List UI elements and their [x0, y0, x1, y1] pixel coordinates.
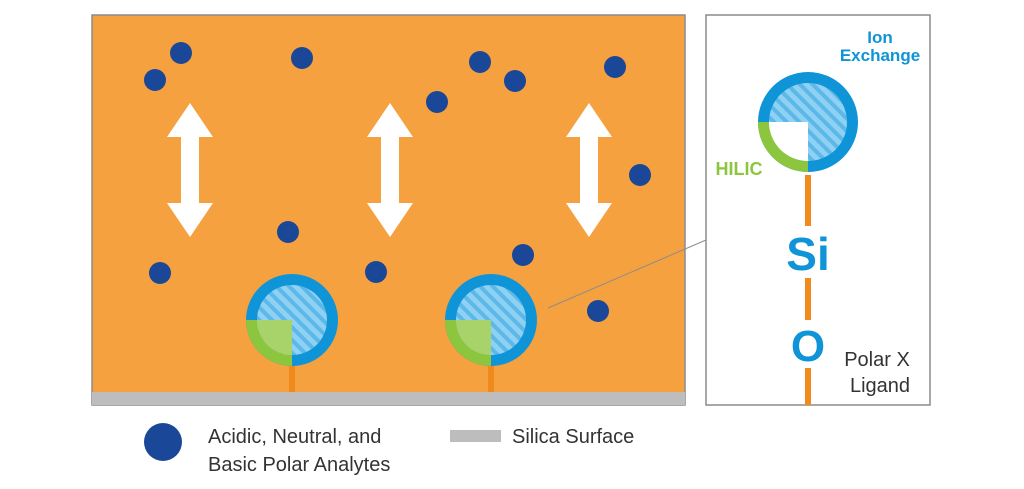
inset-ligand-icon: [758, 72, 858, 172]
analyte-dot-icon: [149, 262, 171, 284]
legend-analytes-line1: Acidic, Neutral, and: [208, 426, 381, 448]
legend-silica-bar-icon: [450, 430, 501, 442]
analyte-dot-icon: [587, 300, 609, 322]
analyte-dot-icon: [469, 51, 491, 73]
zoom-connector-line: [547, 239, 707, 309]
analyte-dot-icon: [365, 261, 387, 283]
ion-exchange-label-line1: Ion: [867, 28, 893, 47]
legend-silica-label: Silica Surface: [512, 426, 634, 448]
ligand-group: [246, 274, 537, 392]
si-label: Si: [786, 228, 829, 280]
silica-surface-bar: [92, 392, 685, 405]
polar-x-label-line2: Ligand: [850, 375, 910, 397]
analyte-dot-icon: [426, 91, 448, 113]
o-label: O: [791, 322, 825, 371]
analyte-dot-icon: [144, 69, 166, 91]
analyte-dot-icon: [291, 47, 313, 69]
analyte-dot-icon: [512, 244, 534, 266]
analyte-dot-icon: [277, 221, 299, 243]
polar-ligand-icon: [246, 274, 338, 392]
ion-exchange-label-line2: Exchange: [840, 46, 920, 65]
arrow-group: [167, 103, 612, 237]
legend-analytes-line2: Basic Polar Analytes: [208, 454, 390, 476]
double-arrow-icon: [367, 103, 413, 237]
analyte-dot-icon: [629, 164, 651, 186]
analyte-dot-icon: [604, 56, 626, 78]
analyte-dot-icon: [504, 70, 526, 92]
double-arrow-icon: [167, 103, 213, 237]
polar-x-label-line1: Polar X: [844, 349, 910, 371]
analyte-dot-icon: [170, 42, 192, 64]
double-arrow-icon: [566, 103, 612, 237]
polar-ligand-icon: [445, 274, 537, 392]
legend-analyte-dot-icon: [144, 423, 182, 461]
hilic-label: HILIC: [716, 159, 763, 179]
analyte-group: [144, 42, 651, 322]
